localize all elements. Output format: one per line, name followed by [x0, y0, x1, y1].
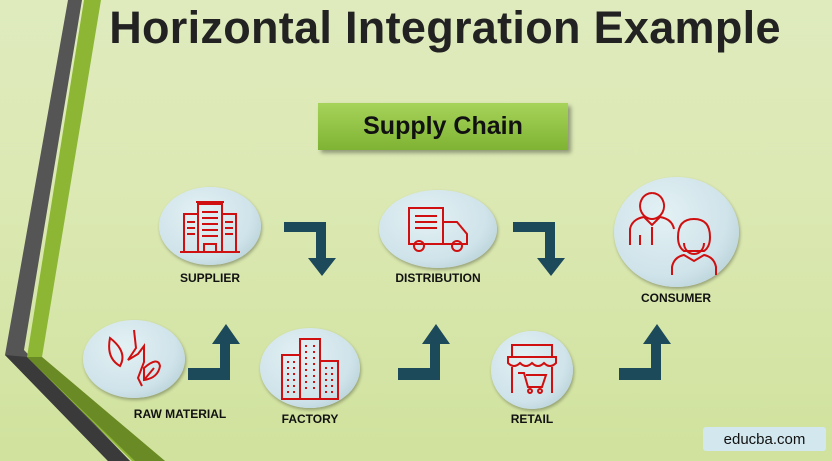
office-building-icon: [180, 201, 240, 253]
factory-building-icon: [281, 338, 339, 400]
page-title: Horizontal Integration Example: [109, 2, 781, 53]
supply-chain-banner: Supply Chain: [318, 103, 568, 150]
supplier-node: [159, 187, 261, 265]
arrow-up-icon: [398, 324, 450, 380]
supplier-label: SUPPLIER: [179, 271, 240, 285]
arrow-down-icon: [513, 222, 565, 276]
factory-label: FACTORY: [281, 412, 339, 426]
arrow-up-icon: [619, 324, 671, 380]
arrow-up-icon: [188, 324, 240, 380]
shop-cart-icon: [507, 344, 557, 394]
distribution-node: [379, 190, 497, 268]
retail-node: [491, 331, 573, 409]
raw-material-label: RAW MATERIAL: [133, 407, 227, 421]
consumer-node: [614, 177, 739, 287]
retail-label: RETAIL: [510, 412, 554, 426]
people-icon: [628, 192, 717, 275]
factory-node: [260, 328, 360, 408]
leaves-energy-icon: [108, 329, 162, 387]
consumer-label: CONSUMER: [640, 291, 711, 305]
arrow-down-icon: [284, 222, 336, 276]
raw-material-node: [83, 320, 185, 398]
watermark: educba.com: [703, 427, 826, 451]
distribution-label: DISTRIBUTION: [395, 271, 481, 285]
delivery-truck-icon: [408, 207, 468, 252]
